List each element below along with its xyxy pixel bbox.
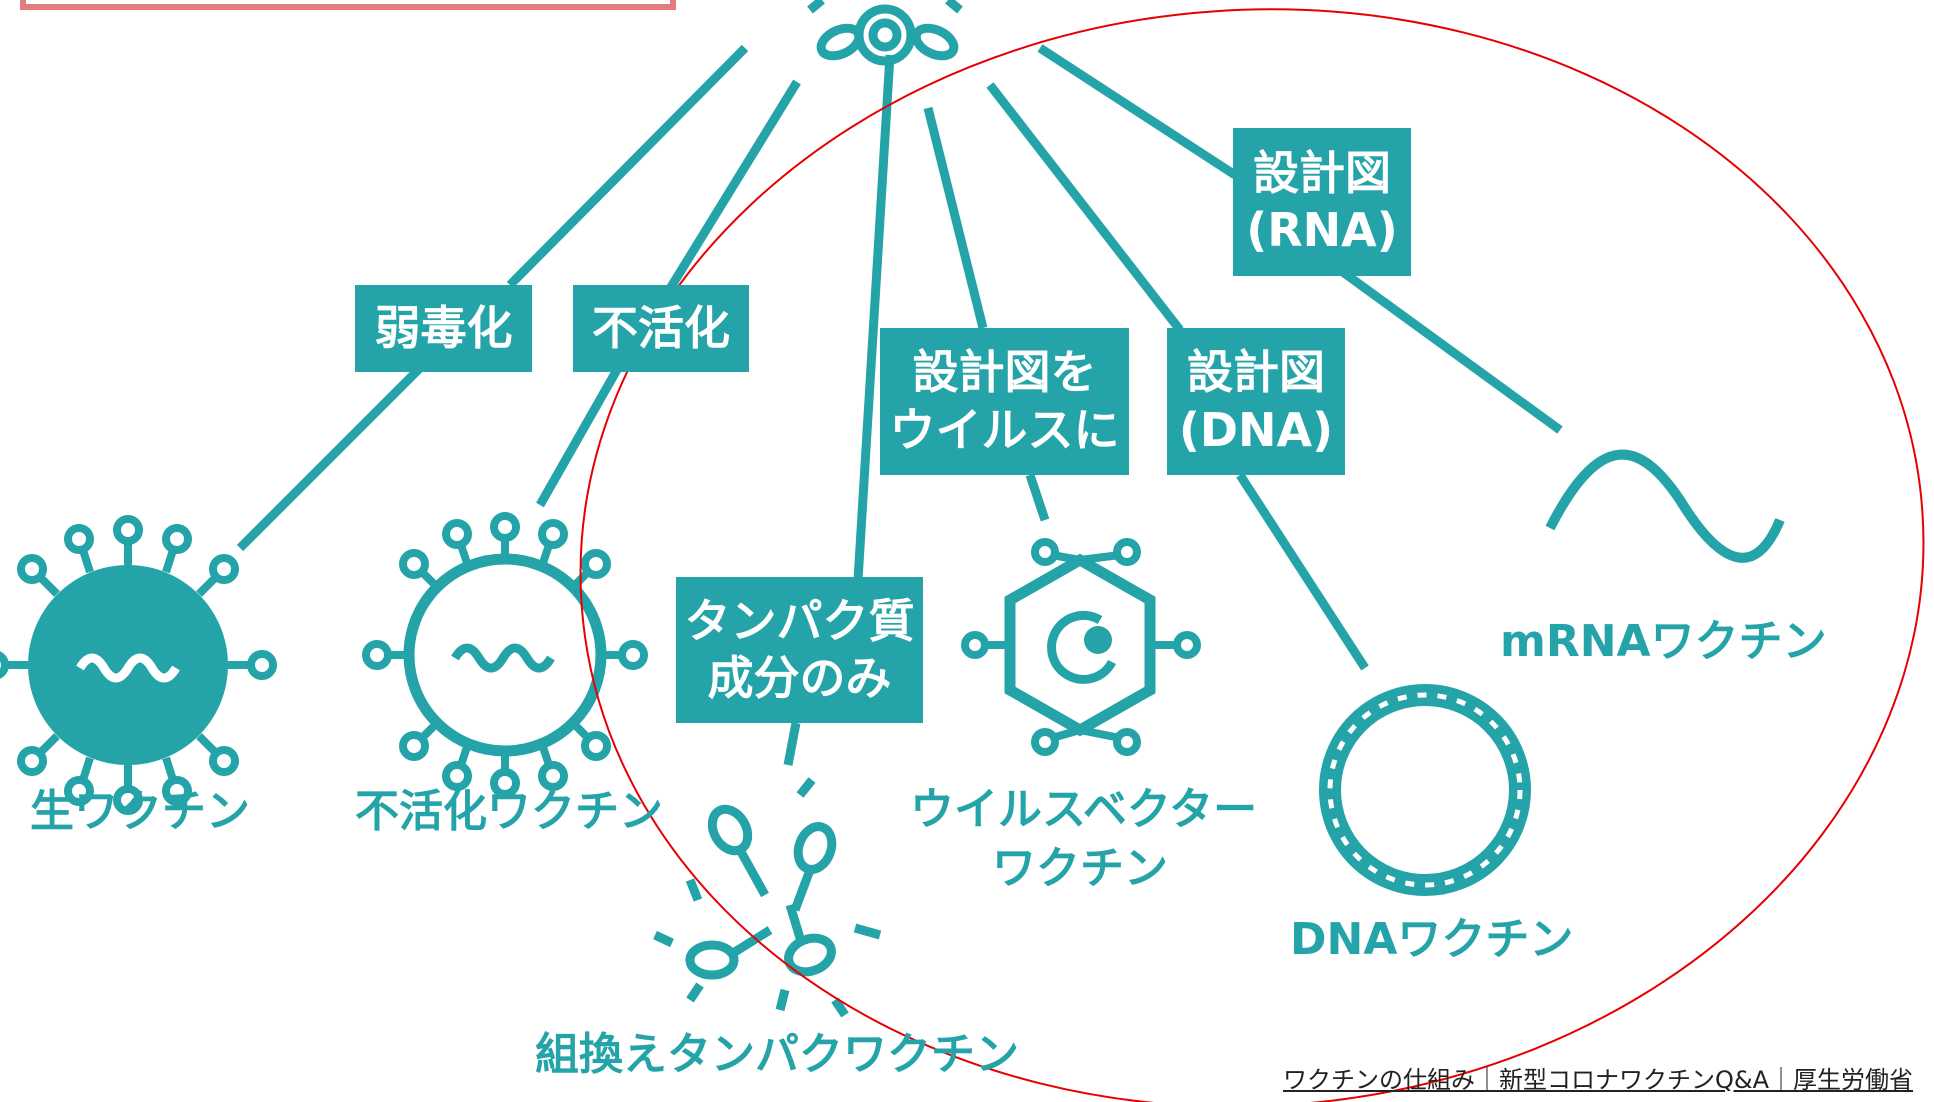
source-virus-icon bbox=[807, 0, 963, 66]
branch-line-attenuate bbox=[506, 44, 749, 289]
label-design-rna: 設計図 (RNA) bbox=[1233, 128, 1411, 276]
title-frame bbox=[20, 0, 676, 10]
source-link[interactable]: ワクチンの仕組み｜新型コロナワクチンQ&A｜厚生労働省 bbox=[1283, 1066, 1914, 1094]
branch-line-vector bbox=[923, 106, 988, 330]
branch-line-rna bbox=[1037, 44, 1238, 179]
caption-viral-vector-vaccine: ウイルスベクター ワクチン bbox=[910, 784, 1258, 895]
branch-line-protein-lower bbox=[783, 722, 801, 766]
branch-line-rna-lower bbox=[1337, 266, 1563, 434]
caption-mrna-vaccine: mRNAワクチン bbox=[1500, 616, 1827, 667]
branch-line-dna bbox=[986, 82, 1184, 333]
dna-plasmid-icon bbox=[1319, 684, 1531, 896]
branch-line-inactivate bbox=[659, 79, 801, 303]
caption-inactivated-vaccine: 不活化ワクチン bbox=[355, 786, 663, 837]
branch-line-dna-lower bbox=[1236, 472, 1369, 671]
label-design-dna: 設計図 (DNA) bbox=[1167, 328, 1345, 475]
live-virus-icon bbox=[0, 515, 277, 815]
branch-line-attenuate-lower bbox=[236, 364, 424, 552]
branch-line-vector-lower bbox=[1025, 473, 1050, 522]
branch-line-protein bbox=[853, 54, 895, 581]
highlight-ellipse bbox=[579, 8, 1925, 1102]
viral-vector-icon bbox=[961, 538, 1201, 756]
branch-line-inactivate-lower bbox=[536, 365, 622, 508]
label-design-to-virus: 設計図を ウイルスに bbox=[880, 328, 1129, 475]
label-protein-only: タンパク質 成分のみ bbox=[676, 577, 923, 723]
inactivated-virus-icon bbox=[362, 512, 648, 798]
caption-live-vaccine: 生ワクチン bbox=[30, 786, 250, 837]
label-inactivate: 不活化 bbox=[573, 285, 749, 372]
label-attenuate: 弱毒化 bbox=[355, 285, 532, 372]
caption-dna-vaccine: DNAワクチン bbox=[1290, 914, 1574, 965]
caption-recombinant-protein-vaccine: 組換えタンパクワクチン bbox=[535, 1029, 1019, 1080]
branch-lines bbox=[236, 44, 1563, 766]
protein-fragments-icon bbox=[653, 777, 882, 1018]
mrna-wave-icon bbox=[1545, 449, 1785, 563]
